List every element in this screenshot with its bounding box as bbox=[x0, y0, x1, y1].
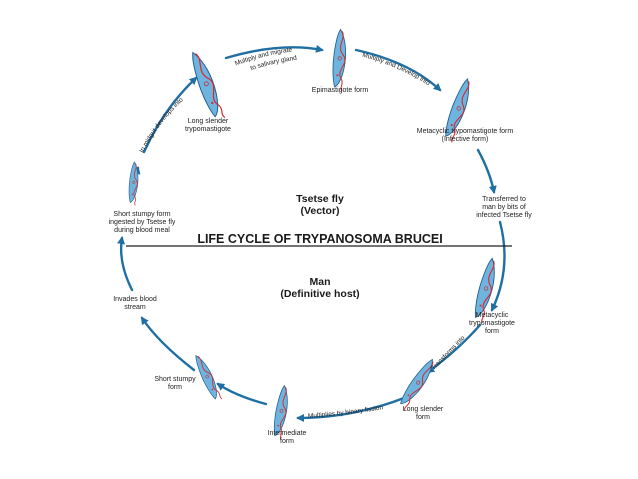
organisms bbox=[128, 28, 495, 441]
host-label-definitive: Man (Definitive host) bbox=[280, 276, 360, 300]
arrow-transferred-to-metacyclic-man bbox=[490, 220, 506, 312]
label-transferred: Transferred to man by bits of infected T… bbox=[476, 196, 532, 219]
arrow-metacyclic-to-long-slender bbox=[426, 323, 482, 374]
arrow-label-multiplies-binary: Multiplies by binary fission bbox=[308, 404, 384, 420]
diagram-title: LIFE CYCLE OF TRYPANOSOMA BRUCEI bbox=[197, 232, 443, 246]
arrow-metacyclic-to-transferred bbox=[476, 148, 497, 194]
organism-metacyclic-man bbox=[474, 257, 495, 324]
label-epimastigote: Epimastigote form bbox=[311, 87, 369, 94]
organism-short-stumpy-man bbox=[195, 354, 223, 400]
organism-short-stumpy-ingested bbox=[128, 161, 139, 206]
label-metacyclic-man: Metacyclic trypomastigote form bbox=[469, 312, 515, 335]
arrow-intermediate-to-short-stumpy bbox=[216, 382, 268, 406]
label-long-slender-man: Long slender form bbox=[402, 406, 444, 421]
arrow-label-transforms-into: Transforms into bbox=[430, 334, 467, 371]
arrow-short-stumpy-to-invades bbox=[140, 316, 196, 372]
organism-epimastigote bbox=[332, 28, 347, 92]
label-short-stumpy-ingested: Short stumpy form ingested by Tsetse fly… bbox=[108, 211, 176, 234]
organism-intermediate bbox=[273, 384, 288, 441]
organism-long-slender-vector bbox=[192, 51, 226, 118]
arrow-epimastigote-to-metacyclic bbox=[354, 48, 442, 92]
arrow-label-multiply-develop: Multiply and Develop into bbox=[361, 52, 431, 88]
label-short-stumpy-man: Short stumpy form bbox=[154, 376, 196, 391]
host-label-vector: Tsetse fly (Vector) bbox=[296, 193, 344, 217]
arrow-long-slender-to-epimastigote bbox=[224, 44, 324, 60]
cycle-arrows bbox=[117, 44, 506, 422]
label-long-slender-vector: Long slender trypomastigote bbox=[185, 118, 231, 133]
label-invades-blood: Invades blood stream bbox=[113, 296, 157, 311]
label-intermediate: Intermediate form bbox=[267, 430, 307, 445]
arrow-short-stumpy-to-long-slender bbox=[142, 76, 198, 154]
organism-long-slender-man bbox=[400, 358, 434, 411]
arrow-invades-to-ingested bbox=[117, 236, 134, 292]
arrow-long-slender-to-intermediate bbox=[296, 396, 406, 422]
organism-metacyclic-vector bbox=[445, 78, 470, 143]
label-metacyclic-vector: Metacyclic trypomastigote form (Infectiv… bbox=[416, 128, 514, 143]
